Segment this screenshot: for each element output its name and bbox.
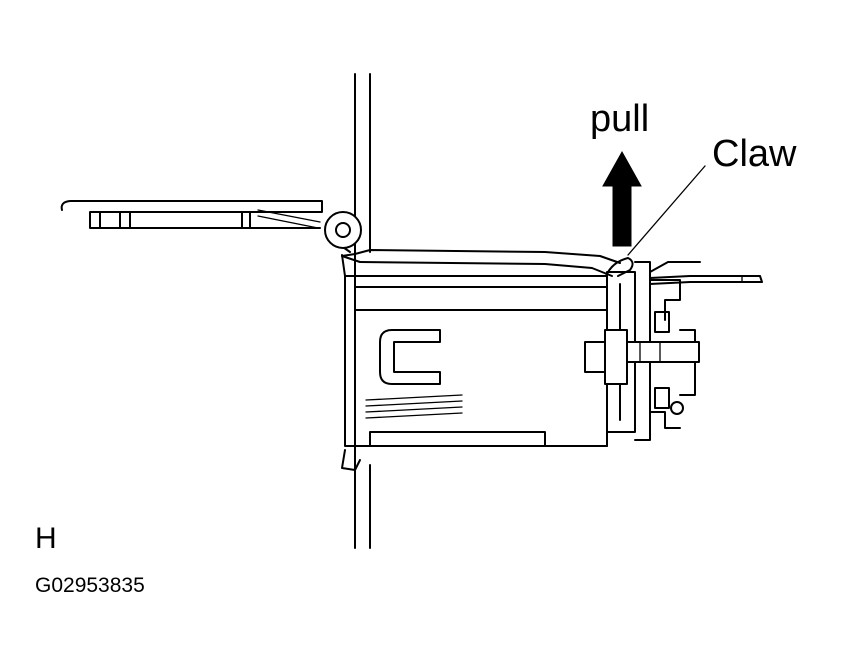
claw-label: Claw bbox=[712, 133, 797, 175]
u-slot bbox=[379, 329, 441, 385]
figure-code-label: G02953835 bbox=[35, 574, 145, 597]
hinge-pin bbox=[324, 211, 362, 249]
bolt bbox=[584, 329, 700, 385]
pull-label: pull bbox=[590, 98, 649, 140]
housing bbox=[341, 254, 608, 471]
top-plate bbox=[341, 249, 621, 277]
hinge-arm bbox=[60, 200, 351, 253]
extension-rod bbox=[649, 261, 763, 285]
view-letter-label: H bbox=[35, 522, 57, 555]
vent-lines bbox=[365, 394, 463, 419]
claw bbox=[605, 165, 706, 277]
bracket-assembly bbox=[606, 261, 696, 441]
up-arrow-icon bbox=[602, 150, 642, 247]
